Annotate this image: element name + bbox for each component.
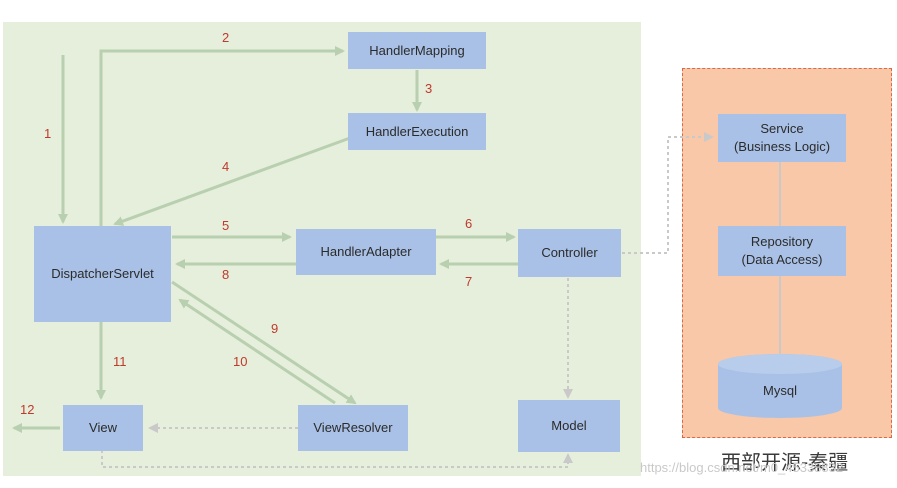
repository-sublabel: (Data Access) bbox=[741, 252, 823, 267]
dispatcher-servlet-node: DispatcherServlet bbox=[34, 226, 171, 322]
repository-node: Repository (Data Access) bbox=[718, 226, 846, 276]
controller-label: Controller bbox=[541, 245, 598, 260]
handler-mapping-label: HandlerMapping bbox=[369, 42, 465, 58]
controller-node: Controller bbox=[518, 229, 621, 277]
model-node: Model bbox=[518, 400, 620, 452]
author-caption: 西部开源-秦疆 bbox=[721, 450, 849, 474]
mysql-node: Mysql bbox=[718, 376, 842, 406]
handler-adapter-label: HandlerAdapter bbox=[320, 244, 412, 259]
step-6-number: 6 bbox=[465, 216, 473, 231]
step-10-number: 10 bbox=[233, 354, 248, 369]
step-2-number: 2 bbox=[222, 30, 230, 45]
service-sublabel: (Business Logic) bbox=[733, 139, 831, 154]
step-4-number: 4 bbox=[222, 159, 230, 174]
dotted-controller-service bbox=[622, 132, 714, 254]
service-node: Service (Business Logic) bbox=[718, 114, 846, 162]
view-resolver-node: ViewResolver bbox=[298, 405, 408, 451]
arrow-2 bbox=[99, 46, 345, 226]
step-1-number: 1 bbox=[44, 126, 52, 141]
arrow-10 bbox=[178, 298, 336, 405]
arrow-4 bbox=[113, 136, 351, 226]
view-resolver-label: ViewResolver bbox=[313, 420, 393, 435]
handler-execution-label: HandlerExecution bbox=[365, 123, 469, 139]
arrow-9 bbox=[171, 280, 357, 405]
dotted-view-model bbox=[101, 450, 573, 468]
service-label: Service bbox=[760, 121, 804, 136]
mysql-label: Mysql bbox=[763, 383, 797, 398]
handler-mapping-node: HandlerMapping bbox=[348, 32, 486, 69]
repository-label: Repository bbox=[750, 234, 814, 249]
step-8-number: 8 bbox=[222, 267, 230, 282]
step-7-number: 7 bbox=[465, 274, 473, 289]
dispatcher-servlet-label: DispatcherServlet bbox=[51, 266, 154, 281]
view-node: View bbox=[63, 405, 143, 451]
handler-adapter-node: HandlerAdapter bbox=[296, 229, 436, 275]
view-label: View bbox=[89, 420, 117, 435]
step-3-number: 3 bbox=[425, 81, 433, 96]
step-11-number: 11 bbox=[113, 354, 127, 369]
step-9-number: 9 bbox=[271, 321, 279, 336]
watermark-url: https://blog.csdn.net/m0_45338832 bbox=[640, 460, 844, 475]
step-5-number: 5 bbox=[222, 218, 230, 233]
step-12-number: 12 bbox=[20, 402, 35, 417]
model-label: Model bbox=[551, 418, 587, 433]
handler-execution-node: HandlerExecution bbox=[348, 113, 486, 150]
